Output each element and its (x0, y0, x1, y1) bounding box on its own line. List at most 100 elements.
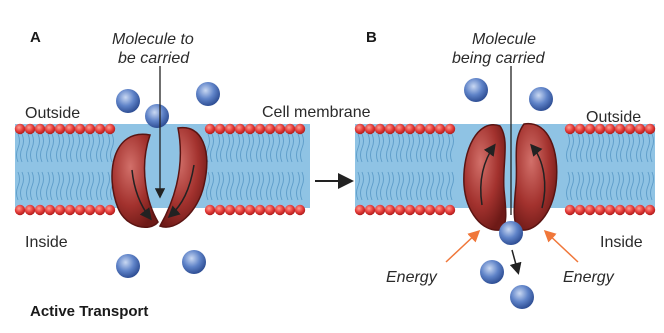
lipid-head (385, 205, 395, 215)
lipid-head (35, 205, 45, 215)
lipid-head (295, 205, 305, 215)
lipid-head (15, 124, 25, 134)
lipid-head (645, 124, 655, 134)
panel-a-letter: A (30, 29, 41, 46)
lipid-head (245, 205, 255, 215)
lipid-head (575, 124, 585, 134)
lipid-head (205, 124, 215, 134)
lipid-head (445, 205, 455, 215)
lipid-head (365, 205, 375, 215)
molecule-b-exit-arrow (512, 250, 518, 272)
lipid-head (205, 205, 215, 215)
lipid-head (25, 205, 35, 215)
outside-label-b: Outside (586, 109, 641, 126)
lipid-head (565, 124, 575, 134)
molecule-b-1 (464, 78, 488, 102)
lipid-head (235, 124, 245, 134)
lipid-head (45, 124, 55, 134)
lipid-head (365, 124, 375, 134)
lipid-head (375, 205, 385, 215)
molecule-label-b-line2: being carried (452, 50, 546, 67)
outside-label-a: Outside (25, 105, 80, 122)
lipid-head (435, 205, 445, 215)
lipid-head (215, 205, 225, 215)
lipid-head (295, 124, 305, 134)
lipid-head (225, 205, 235, 215)
molecule-a-2 (196, 82, 220, 106)
molecule-b-carried (499, 221, 523, 245)
lipid-head (395, 205, 405, 215)
lipid-head (355, 124, 365, 134)
lipid-head (15, 205, 25, 215)
lipid-head (415, 205, 425, 215)
lipid-head (395, 124, 405, 134)
lipid-head (595, 205, 605, 215)
lipid-head (445, 124, 455, 134)
inside-label-b: Inside (600, 234, 643, 251)
lipid-head (375, 124, 385, 134)
lipid-head (235, 205, 245, 215)
lipid-head (105, 205, 115, 215)
lipid-head (225, 124, 235, 134)
lipid-head (275, 205, 285, 215)
lipid-head (435, 124, 445, 134)
lipid-head (55, 124, 65, 134)
lipid-head (605, 205, 615, 215)
molecule-label-b-line1: Molecule (472, 31, 536, 48)
lipid-head (55, 205, 65, 215)
lipid-head (65, 205, 75, 215)
membrane-label: Cell membrane (262, 104, 371, 121)
molecule-b-4 (510, 285, 534, 309)
inside-label-a: Inside (25, 234, 68, 251)
diagram-caption: Active Transport (30, 303, 148, 320)
lipid-head (425, 124, 435, 134)
lipid-head (615, 205, 625, 215)
lipid-head (45, 205, 55, 215)
lipid-head (275, 124, 285, 134)
energy-arrow-right (546, 232, 578, 262)
energy-label-left: Energy (386, 269, 438, 286)
lipid-head (245, 124, 255, 134)
lipid-head (75, 124, 85, 134)
molecule-label-a-line1: Molecule to (112, 31, 194, 48)
lipid-head (635, 205, 645, 215)
molecule-a-1 (116, 89, 140, 113)
lipid-head (645, 205, 655, 215)
lipid-head (255, 124, 265, 134)
molecule-label-a-line2: be carried (118, 50, 190, 67)
lipid-head (385, 124, 395, 134)
lipid-head (75, 205, 85, 215)
lipid-head (105, 124, 115, 134)
lipid-head (35, 124, 45, 134)
lipid-head (95, 205, 105, 215)
lipid-head (405, 205, 415, 215)
lipid-head (85, 205, 95, 215)
energy-label-right: Energy (563, 269, 615, 286)
lipid-head (25, 124, 35, 134)
lipid-head (85, 124, 95, 134)
lipid-head (65, 124, 75, 134)
lipid-head (625, 205, 635, 215)
carrier-protein-b-right (514, 124, 557, 231)
membrane-a (15, 124, 310, 215)
molecule-a-3 (116, 254, 140, 278)
lipid-head (415, 124, 425, 134)
lipid-head (265, 124, 275, 134)
lipid-head (285, 124, 295, 134)
lipid-head (355, 205, 365, 215)
lipid-head (95, 124, 105, 134)
lipid-head (405, 124, 415, 134)
lipid-head (575, 205, 585, 215)
energy-arrow-left (446, 232, 478, 262)
molecule-a-carried (145, 104, 169, 128)
lipid-head (255, 205, 265, 215)
lipid-head (565, 205, 575, 215)
lipid-head (585, 205, 595, 215)
panel-b-letter: B (366, 29, 377, 46)
molecule-a-4 (182, 250, 206, 274)
molecule-b-2 (529, 87, 553, 111)
molecule-b-3 (480, 260, 504, 284)
lipid-head (425, 205, 435, 215)
lipid-head (285, 205, 295, 215)
